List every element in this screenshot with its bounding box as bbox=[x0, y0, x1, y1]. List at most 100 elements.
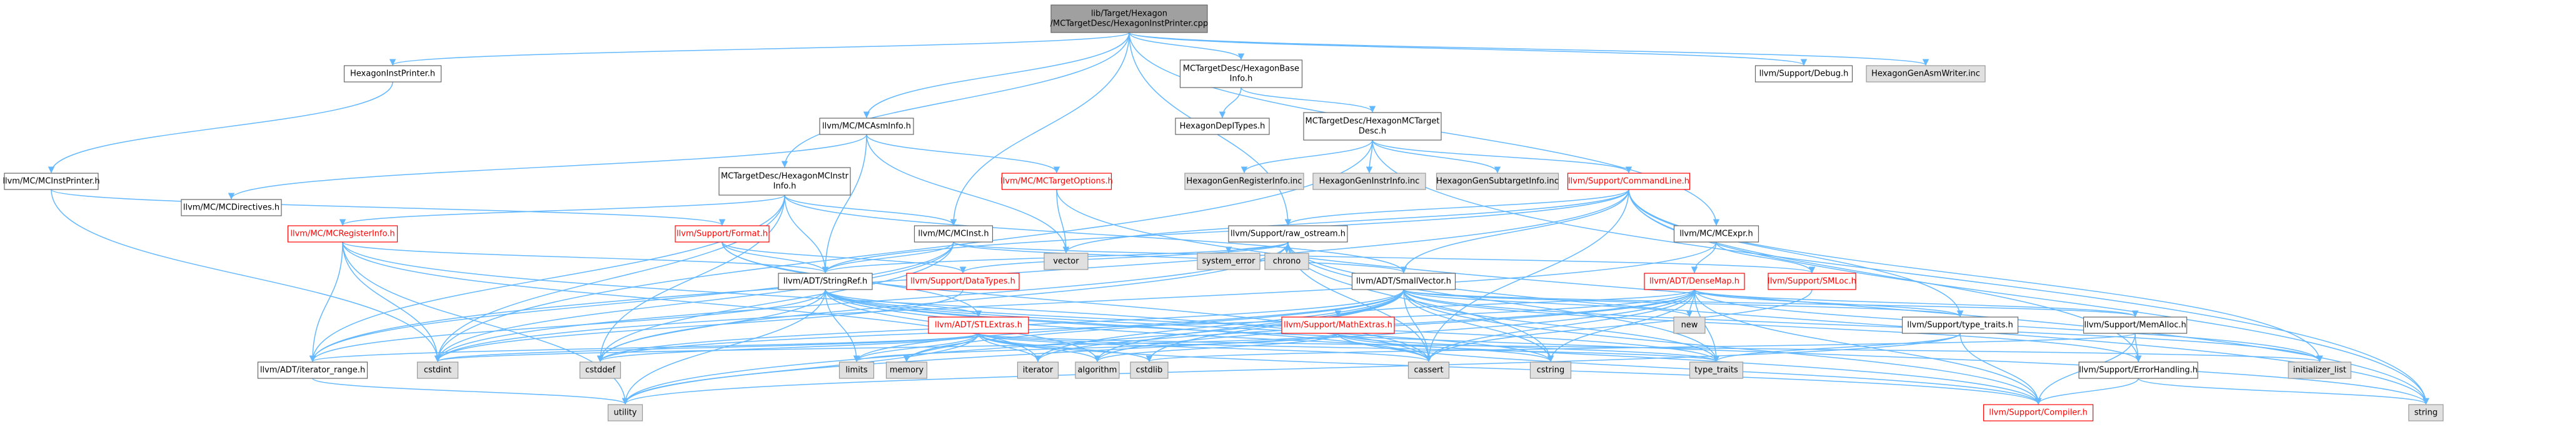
node-datatypes[interactable]: llvm/Support/DataTypes.h bbox=[906, 273, 1020, 290]
node-compiler[interactable]: llvm/Support/Compiler.h bbox=[1983, 404, 2094, 421]
node-label: llvm/Support/Compiler.h bbox=[1989, 408, 2087, 418]
node-depi[interactable]: HexagonDepITypes.h bbox=[1175, 118, 1270, 135]
edge-cmdline-to-cassert bbox=[1425, 189, 1629, 363]
edge-mcinst-to-stringref bbox=[822, 241, 954, 274]
node-box bbox=[1436, 173, 1559, 190]
node-mcip[interactable]: llvm/MC/MCInstPrinter.h bbox=[3, 173, 100, 190]
node-label: llvm/MC/MCTargetOptions.h bbox=[1000, 177, 1113, 186]
edge-smallvec-to-compiler bbox=[1403, 289, 2042, 405]
node-densemap[interactable]: llvm/ADT/DenseMap.h bbox=[1644, 273, 1745, 290]
edges-layer bbox=[48, 32, 2430, 405]
edge-hmctd-to-string bbox=[1372, 139, 2430, 405]
edge-mcreg-to-iterrange bbox=[309, 241, 343, 363]
node-label: llvm/MC/MCAsmInfo.h bbox=[822, 122, 911, 131]
edge-mcasm-to-mcdir bbox=[228, 134, 867, 200]
node-box bbox=[1351, 273, 1456, 290]
node-box bbox=[1044, 253, 1089, 270]
node-label: limits bbox=[845, 366, 868, 375]
edge-mathextras-to-algorithm bbox=[1094, 333, 1339, 363]
node-mcexpr[interactable]: llvm/MC/MCExpr.h bbox=[1673, 225, 1759, 243]
edge-densemap-to-mathextras bbox=[1335, 289, 1695, 318]
edge-mcinst-to-smallvec bbox=[953, 241, 1407, 274]
edge-mathextras-to-cstdint bbox=[435, 333, 1339, 363]
edge-mctopt-to-vector bbox=[1056, 189, 1070, 254]
node-box bbox=[1983, 404, 2094, 421]
node-utility: utility bbox=[607, 404, 643, 421]
node-box bbox=[1901, 316, 2019, 334]
node-label: llvm/Support/Format.h bbox=[677, 230, 768, 239]
node-mcasm[interactable]: llvm/MC/MCAsmInfo.h bbox=[819, 118, 914, 135]
node-box bbox=[928, 316, 1029, 334]
edge-mcexpr-to-densemap bbox=[1691, 241, 1717, 274]
node-mcinst[interactable]: llvm/MC/MCInst.h bbox=[913, 225, 994, 243]
node-label: /MCTargetDesc/HexagonInstPrinter.cpp bbox=[1050, 19, 1209, 29]
node-label: llvm/ADT/StringRef.h bbox=[783, 277, 867, 286]
node-mctopt[interactable]: llvm/MC/MCTargetOptions.h bbox=[1000, 173, 1113, 190]
node-format[interactable]: llvm/Support/Format.h bbox=[675, 225, 770, 243]
node-errhandling[interactable]: llvm/Support/ErrorHandling.h bbox=[2078, 361, 2198, 379]
node-rawos[interactable]: llvm/Support/raw_ostream.h bbox=[1228, 225, 1348, 243]
edge-stlextras-to-cstddef bbox=[597, 333, 979, 363]
edge-stlextras-to-cassert bbox=[978, 333, 1432, 363]
node-label: Info.h bbox=[773, 182, 797, 191]
node-label: cstddef bbox=[585, 366, 616, 375]
node-label: string bbox=[2414, 408, 2437, 418]
node-label: llvm/ADT/SmallVector.h bbox=[1356, 277, 1451, 286]
node-genasm: HexagonGenAsmWriter.inc bbox=[1866, 65, 1986, 83]
edge-mcinst-to-cstddef bbox=[596, 241, 954, 363]
node-label: llvm/Support/DataTypes.h bbox=[910, 277, 1015, 286]
node-label: llvm/MC/MCDirectives.h bbox=[183, 203, 279, 213]
edge-stlextras-to-typetraits bbox=[978, 333, 1719, 363]
node-chrono: chrono bbox=[1264, 253, 1309, 270]
edge-smallvec-to-new bbox=[1403, 289, 1693, 318]
node-typetraits: type_traits bbox=[1689, 361, 1744, 379]
edge-cmdline-to-typetraits_s bbox=[1628, 189, 1964, 318]
edge-stringref-to-string bbox=[825, 289, 2429, 405]
node-label: llvm/MC/MCInstPrinter.h bbox=[3, 177, 99, 186]
node-box bbox=[1281, 316, 1395, 334]
node-label: llvm/MC/MCRegisterInfo.h bbox=[290, 230, 395, 239]
edge-stlextras-to-algorithm bbox=[978, 333, 1101, 363]
node-label: llvm/Support/Debug.h bbox=[1759, 69, 1849, 79]
node-box bbox=[1673, 316, 1706, 334]
node-box bbox=[1050, 4, 1208, 33]
node-mathextras[interactable]: llvm/Support/MathExtras.h bbox=[1281, 316, 1395, 334]
edge-hmcinstr-to-iterrange bbox=[309, 194, 785, 363]
edge-hmcinstr-to-mcreg bbox=[340, 194, 785, 226]
edge-stringref-to-cstring bbox=[825, 289, 1554, 363]
edge-hbase-to-hmctd bbox=[1240, 87, 1376, 113]
edge-mcreg-to-stringref bbox=[342, 241, 828, 274]
node-label: llvm/ADT/iterator_range.h bbox=[260, 366, 365, 375]
node-typetraits_s[interactable]: llvm/Support/type_traits.h bbox=[1901, 316, 2019, 334]
edge-smallvec-to-errhandling bbox=[1403, 289, 2142, 363]
node-hip[interactable]: HexagonInstPrinter.h bbox=[343, 65, 442, 83]
node-cmdline[interactable]: llvm/Support/CommandLine.h bbox=[1567, 173, 1691, 190]
node-box bbox=[1001, 173, 1112, 190]
edge-mcreg-to-utility bbox=[342, 241, 629, 405]
node-vector: vector bbox=[1044, 253, 1089, 270]
node-label: llvm/ADT/STLExtras.h bbox=[935, 321, 1022, 330]
node-smloc[interactable]: llvm/Support/SMLoc.h bbox=[1768, 273, 1856, 290]
edge-mcexpr-to-smloc bbox=[1716, 241, 1816, 274]
node-mcreg[interactable]: llvm/MC/MCRegisterInfo.h bbox=[287, 225, 398, 243]
node-label: HexagonInstPrinter.h bbox=[350, 69, 435, 79]
node-stringref[interactable]: llvm/ADT/StringRef.h bbox=[778, 273, 873, 290]
node-label: HexagonGenInstrInfo.inc bbox=[1319, 177, 1420, 186]
node-root[interactable]: lib/Target/Hexagon/MCTargetDesc/HexagonI… bbox=[1050, 4, 1209, 33]
node-box bbox=[819, 118, 914, 135]
node-memalloc[interactable]: llvm/Support/MemAlloc.h bbox=[2083, 316, 2188, 334]
edge-hmcinstr-to-cstddef bbox=[596, 194, 785, 363]
node-debug[interactable]: llvm/Support/Debug.h bbox=[1754, 65, 1853, 83]
node-iterator: iterator bbox=[1017, 361, 1059, 379]
edge-cmdline-to-rawos bbox=[1284, 189, 1629, 226]
node-label: llvm/Support/type_traits.h bbox=[1907, 321, 2013, 330]
edge-densemap-to-cassert bbox=[1425, 289, 1695, 363]
node-iterrange[interactable]: llvm/ADT/iterator_range.h bbox=[257, 361, 368, 379]
node-stlextras[interactable]: llvm/ADT/STLExtras.h bbox=[928, 316, 1029, 334]
node-box bbox=[1689, 361, 1744, 379]
node-mcdir[interactable]: llvm/MC/MCDirectives.h bbox=[181, 199, 282, 216]
node-smallvec[interactable]: llvm/ADT/SmallVector.h bbox=[1351, 273, 1456, 290]
